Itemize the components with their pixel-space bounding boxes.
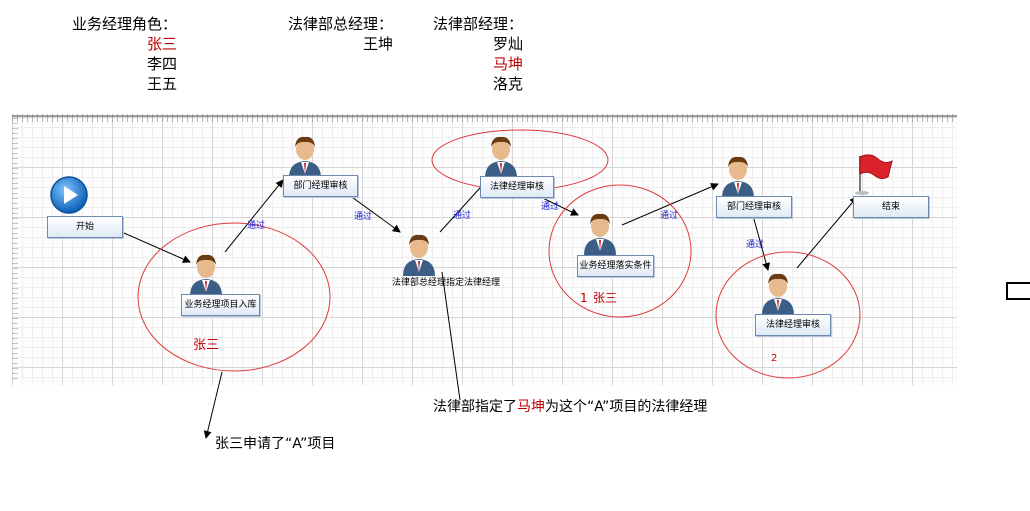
node-start[interactable]: 开始 bbox=[47, 216, 123, 238]
legal-manager-title: 法律部经理： bbox=[433, 15, 524, 33]
node-legal-director-assign[interactable]: 法律部总经理指定法律经理 bbox=[391, 278, 500, 288]
edge-label: 通过 bbox=[453, 211, 472, 221]
legal-manager-member: 罗灿 bbox=[493, 35, 524, 53]
annotation-assign-suffix: 为这个“A”项目的法律经理 bbox=[545, 399, 708, 415]
person-icon bbox=[289, 136, 321, 178]
person-icon bbox=[190, 254, 222, 296]
annotation-assign: 法律部指定了马坤为这个“A”项目的法律经理 bbox=[433, 396, 707, 416]
legal-manager-member: 马坤 bbox=[493, 55, 524, 73]
edge-dept2-to-legal2 bbox=[751, 211, 770, 271]
node-business-entry[interactable]: 业务经理项目入库 bbox=[181, 294, 260, 316]
circle-label-number: 2 bbox=[771, 353, 778, 364]
circle-label-name: 张三 bbox=[593, 291, 618, 305]
flag-icon[interactable] bbox=[854, 152, 894, 196]
edge-entry-to-dept1 bbox=[224, 179, 284, 253]
legal-director-title: 法律部总经理： bbox=[288, 15, 394, 33]
left-ruler bbox=[12, 118, 18, 383]
annotation-assign-name: 马坤 bbox=[517, 399, 545, 415]
edge-bracket-mark bbox=[1006, 282, 1030, 300]
business-manager-member: 李四 bbox=[147, 55, 178, 73]
person-icon bbox=[485, 136, 517, 178]
node-legal-review-2[interactable]: 法律经理审核 bbox=[755, 314, 831, 336]
edge-label: 通过 bbox=[541, 202, 560, 212]
person-icon bbox=[722, 156, 754, 198]
person-icon bbox=[584, 213, 616, 255]
annotation-arrow-assign bbox=[441, 271, 461, 401]
highlight-circle-legal2 bbox=[715, 251, 861, 379]
annotation-arrow-apply bbox=[203, 371, 223, 439]
node-legal-review-1[interactable]: 法律经理审核 bbox=[480, 176, 554, 198]
node-end[interactable]: 结束 bbox=[853, 196, 929, 218]
node-dept-review-2[interactable]: 部门经理审核 bbox=[716, 196, 792, 218]
highlight-circle-plan bbox=[548, 184, 692, 318]
business-manager-title: 业务经理角色： bbox=[72, 15, 178, 33]
edge-label: 通过 bbox=[660, 211, 679, 221]
top-ruler bbox=[12, 114, 957, 122]
legal-director-member: 王坤 bbox=[363, 35, 394, 53]
circle-label-name: 张三 bbox=[193, 338, 220, 353]
play-icon[interactable] bbox=[49, 175, 89, 215]
circle-label-number: 1 bbox=[580, 291, 588, 305]
legal-manager-member: 洛克 bbox=[493, 75, 524, 93]
person-icon bbox=[403, 234, 435, 276]
person-icon bbox=[762, 273, 794, 315]
edge-label: 通过 bbox=[354, 212, 373, 222]
node-dept-review-1[interactable]: 部门经理审核 bbox=[283, 175, 358, 197]
business-manager-member: 张三 bbox=[147, 35, 178, 53]
business-manager-member: 王五 bbox=[147, 75, 178, 93]
edge-dept1-to-assign bbox=[344, 191, 401, 233]
edge-label: 通过 bbox=[746, 240, 765, 250]
highlight-circle-entry bbox=[137, 222, 331, 372]
edge-legal2-to-end bbox=[796, 196, 858, 269]
annotation-assign-prefix: 法律部指定了 bbox=[433, 399, 517, 415]
legal-director-roles: 法律部总经理： 王坤 bbox=[288, 14, 393, 54]
node-business-plan[interactable]: 业务经理落实条件 bbox=[577, 255, 654, 277]
edge-label: 通过 bbox=[247, 221, 266, 231]
business-manager-roles: 业务经理角色： 张三 李四 王五 bbox=[72, 14, 177, 94]
annotation-apply: 张三申请了“A”项目 bbox=[215, 436, 336, 452]
legal-manager-roles: 法律部经理： 罗灿 马坤 洛克 bbox=[433, 14, 523, 94]
